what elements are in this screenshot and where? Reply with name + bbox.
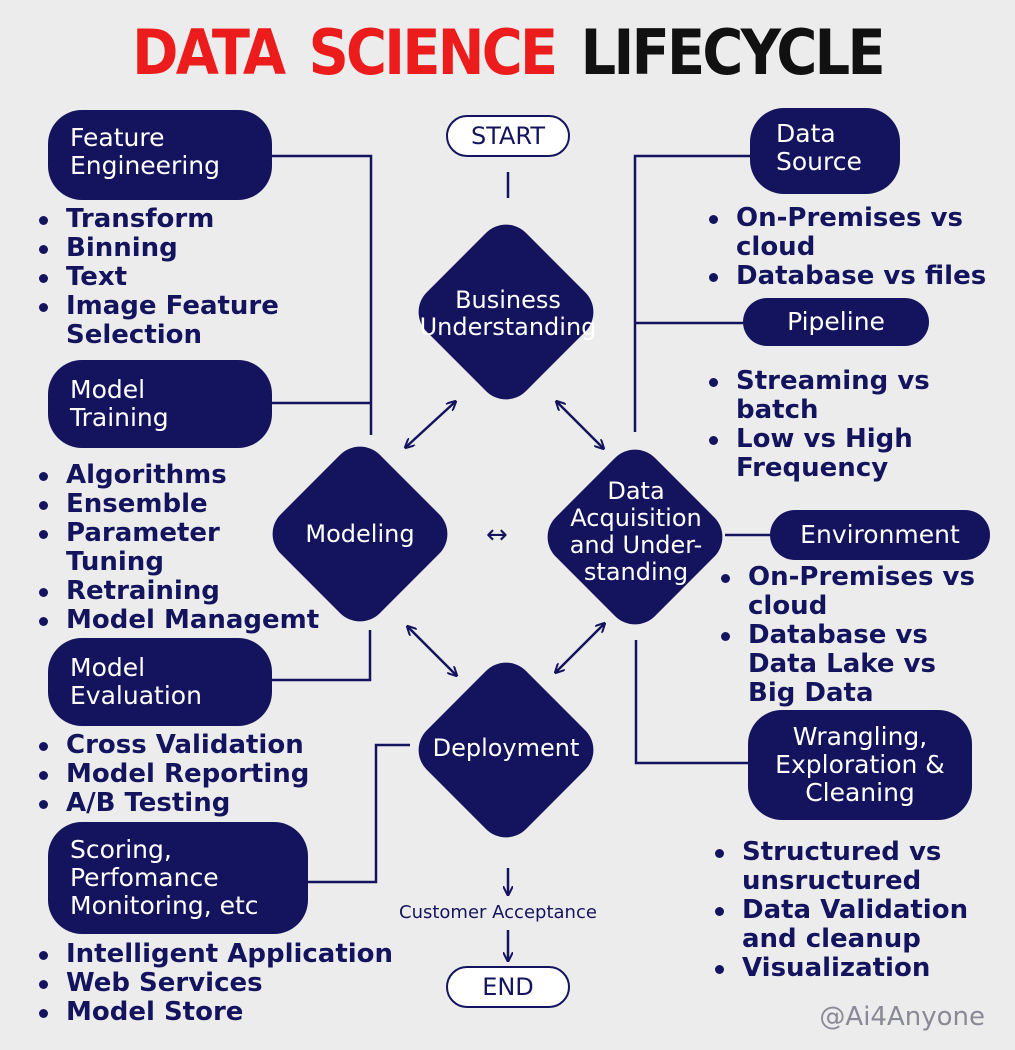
list-item: Image Feature Selection: [36, 292, 296, 350]
diamond-data-acquisition: Data Acquisition and Under-standing: [569, 477, 703, 586]
list-item: Visualization: [712, 954, 1002, 983]
box-model-training: Model Training: [48, 360, 272, 448]
list-item: Streaming vs batch: [706, 367, 946, 425]
list-item: Algorithms: [36, 461, 356, 490]
list-model-evaluation: Cross Validation Model Reporting A/B Tes…: [36, 731, 356, 818]
list-item: Model Reporting: [36, 760, 356, 789]
line-feature-engineering: [272, 154, 373, 435]
list-item: Parameter Tuning: [36, 519, 246, 577]
list-item: Structured vs unsructured: [712, 838, 962, 896]
watermark: @Ai4Anyone: [819, 1002, 985, 1032]
line-wrangling: [634, 640, 748, 765]
list-item: Web Services: [36, 969, 406, 998]
list-item: Intelligent Application: [36, 940, 406, 969]
list-item: Data Validation and cleanup: [712, 896, 992, 954]
arrow-acquisition-deployment: [556, 624, 604, 672]
box-pipeline: Pipeline: [743, 298, 929, 346]
list-environment: On-Premises vs cloud Database vs Data La…: [718, 563, 998, 708]
diamond-deployment: Deployment: [432, 733, 580, 762]
box-data-source: Data Source: [750, 108, 900, 194]
diamond-modeling: Modeling: [305, 519, 415, 548]
box-scoring-monitoring: Scoring, Perfomance Monitoring, etc: [48, 822, 308, 934]
box-wrangling-exploration: Wrangling, Exploration & Cleaning: [748, 710, 972, 820]
diamond-business-understanding: Business Understanding: [419, 286, 597, 341]
box-feature-engineering: Feature Engineering: [48, 110, 272, 200]
line-model-evaluation: [272, 630, 372, 682]
line-data-source: [633, 154, 750, 432]
title-word-science: SCIENCE: [308, 16, 559, 89]
title-word-lifecycle: LIFECYCLE: [580, 16, 886, 89]
list-pipeline: Streaming vs batch Low vs High Frequency: [706, 367, 996, 483]
list-item: Model Store: [36, 998, 406, 1027]
title-word-data: DATA: [132, 16, 286, 89]
list-item: Database vs files: [706, 262, 996, 291]
list-item: Text: [36, 263, 356, 292]
list-wrangling: Structured vs unsructured Data Validatio…: [712, 838, 1002, 983]
list-feature-engineering: Transform Binning Text Image Feature Sel…: [36, 205, 356, 350]
list-scoring: Intelligent Application Web Services Mod…: [36, 940, 406, 1027]
list-item: Cross Validation: [36, 731, 356, 760]
end-node: END: [446, 966, 570, 1008]
list-item: Low vs High Frequency: [706, 425, 926, 483]
box-model-evaluation: Model Evaluation: [48, 638, 272, 726]
list-data-source: On-Premises vs cloud Database vs files: [706, 204, 996, 291]
list-item: Ensemble: [36, 490, 356, 519]
list-item: Transform: [36, 205, 356, 234]
start-node: START: [446, 115, 570, 157]
list-item: On-Premises vs cloud: [718, 563, 988, 621]
arrow-business-acquisition: [557, 402, 603, 448]
arrow-business-modeling: [406, 402, 455, 447]
list-item: A/B Testing: [36, 789, 356, 818]
double-arrow-icon: ↔: [486, 520, 508, 550]
page-title: DATA SCIENCE LIFECYCLE: [51, 16, 965, 89]
arrow-modeling-deployment: [408, 627, 456, 675]
list-item: Model Managemt: [36, 606, 356, 635]
list-model-training: Algorithms Ensemble Parameter Tuning Ret…: [36, 461, 356, 635]
box-environment: Environment: [770, 510, 990, 560]
list-item: Binning: [36, 234, 356, 263]
customer-acceptance-label: Customer Acceptance: [399, 902, 597, 923]
list-item: Database vs Data Lake vs Big Data: [718, 621, 948, 708]
line-scoring: [308, 743, 410, 884]
list-item: On-Premises vs cloud: [706, 204, 966, 262]
list-item: Retraining: [36, 577, 356, 606]
